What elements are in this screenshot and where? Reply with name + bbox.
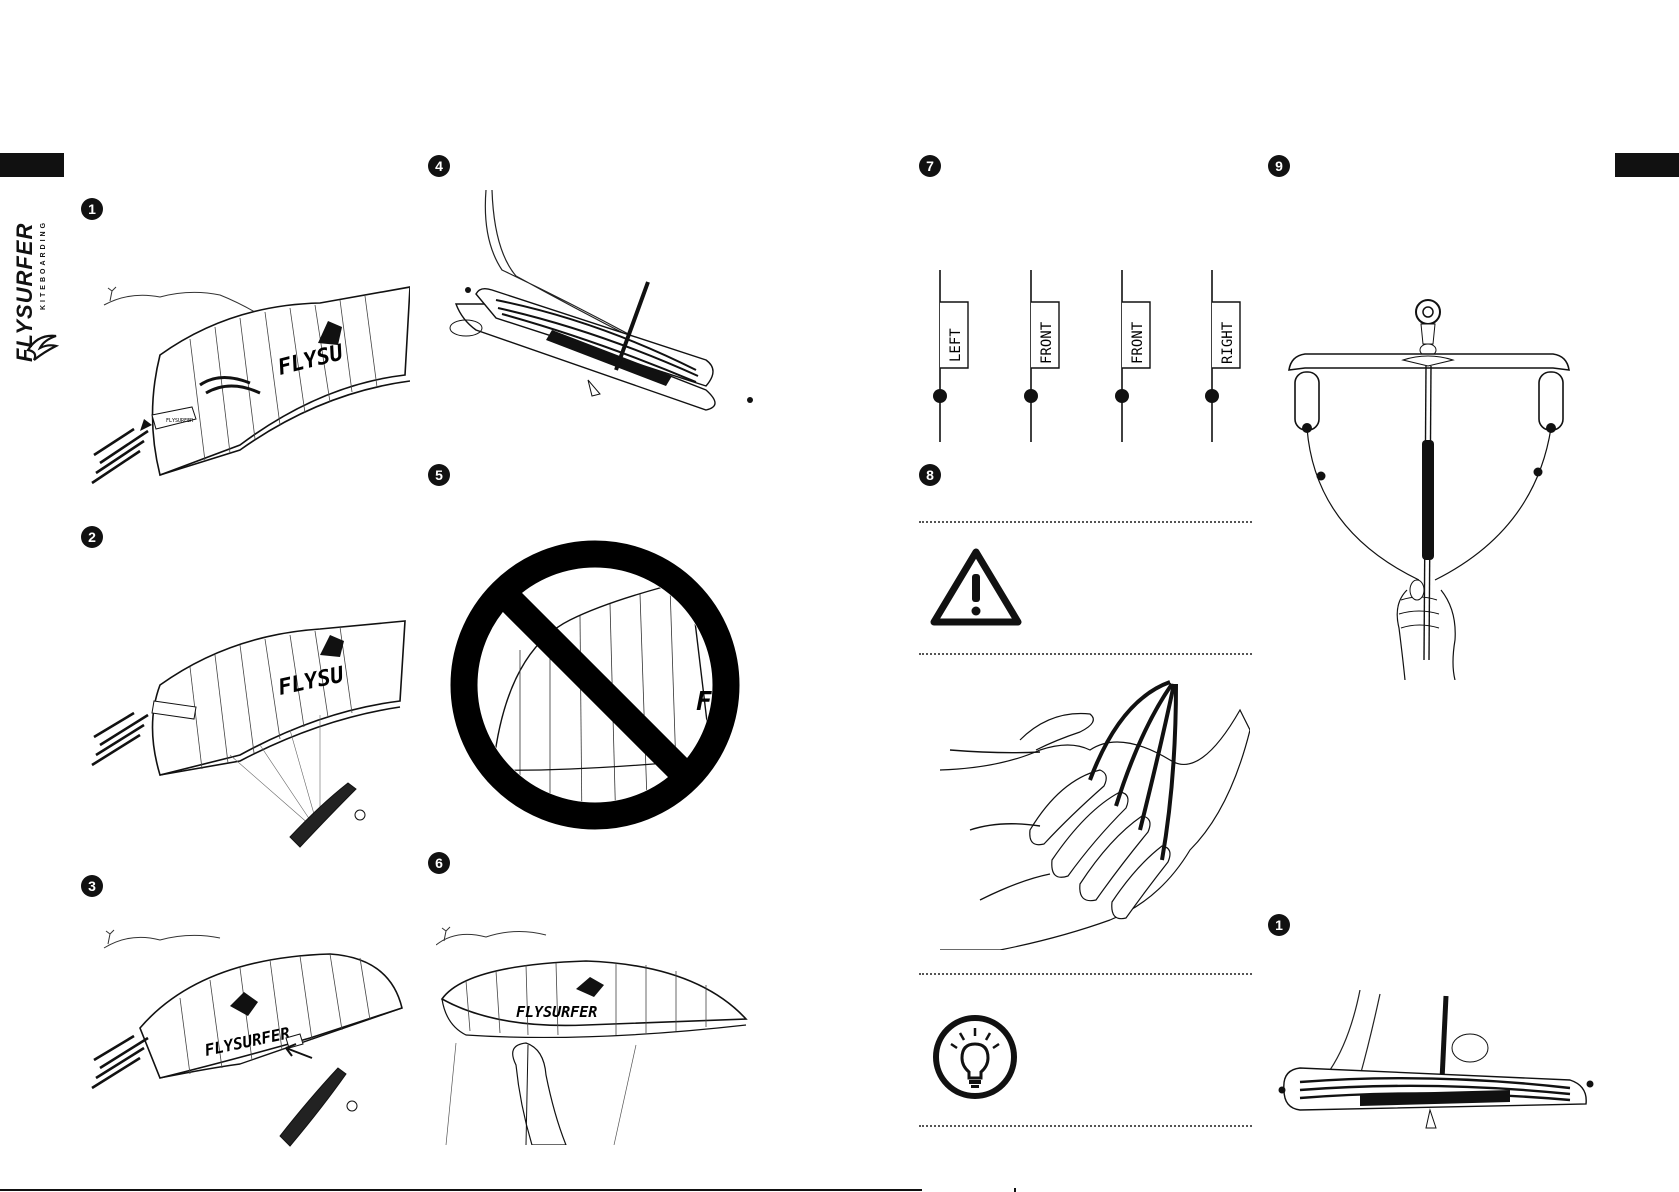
step-number-8: 8: [919, 464, 941, 486]
separator-2: [919, 653, 1252, 655]
line-tag-front-1: FRONT: [1024, 270, 1059, 442]
illustration-bar-packed: [1270, 990, 1600, 1130]
brand-tagline: KITEBOARDING: [40, 190, 50, 310]
step-number-9: 9: [1268, 155, 1290, 177]
separator-1: [919, 521, 1252, 523]
line-tag-label-left: LEFT: [948, 328, 964, 362]
illustration-kite-flat-lines-on-top: FLYSU FLYSURFER: [90, 275, 410, 490]
line-tag-front-2: FRONT: [1115, 270, 1150, 442]
line-tags-diagram: LEFT FRONT FRONT RIGHT: [920, 270, 1260, 445]
footer-tick: [1014, 1188, 1016, 1192]
lightbulb-icon: [930, 1012, 1020, 1102]
step-number-1b: 1: [1268, 914, 1290, 936]
line-tag-label-right: RIGHT: [1220, 321, 1236, 364]
line-tag-right: RIGHT: [1205, 270, 1240, 442]
kite-wordmark-4: FLYSURFER: [516, 1003, 597, 1021]
line-tag-label-front-2: FRONT: [1130, 321, 1146, 364]
step-number-7: 7: [919, 155, 941, 177]
section-tab-right: [1615, 153, 1679, 177]
illustration-kite-inflating: FLYSURFER: [90, 918, 410, 1148]
illustration-bar-wound-lines: [436, 190, 756, 440]
brand-swoosh-icon: [24, 330, 60, 364]
step-number-3: 3: [81, 875, 103, 897]
kite-tag-1: FLYSURFER: [166, 418, 194, 424]
brand-logo-vertical: FLYSURFER KITEBOARDING: [10, 180, 54, 370]
illustration-control-bar: [1285, 290, 1595, 680]
step-number-1: 1: [81, 198, 103, 220]
prohibited-icon: F: [450, 540, 740, 830]
warning-triangle-icon: [930, 548, 1022, 628]
illustration-kite-held: FLYSURFER: [436, 925, 756, 1145]
separator-4: [919, 1125, 1252, 1127]
step-number-6: 6: [428, 852, 450, 874]
footer-rule: [0, 1189, 922, 1191]
step-number-5: 5: [428, 464, 450, 486]
step-number-4: 4: [428, 155, 450, 177]
line-tag-label-front-1: FRONT: [1039, 321, 1055, 364]
illustration-kite-lines-pulled: FLYSU: [90, 615, 410, 855]
step-number-2: 2: [81, 526, 103, 548]
illustration-hand-sorting-lines: [940, 670, 1250, 950]
line-tag-left: LEFT: [933, 270, 968, 442]
separator-3: [919, 973, 1252, 975]
